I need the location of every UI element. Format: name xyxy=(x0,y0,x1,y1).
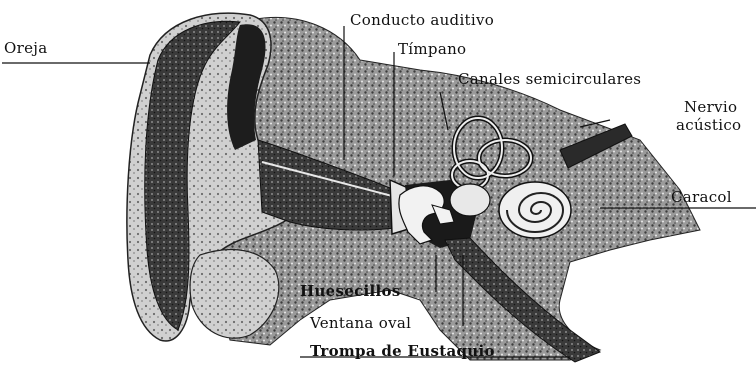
label-trompa-eustaquio: Trompa de Eustaquio xyxy=(310,344,495,359)
label-canales-semicirculares: Canales semicirculares xyxy=(458,72,641,87)
label-acustico: acústico xyxy=(676,118,741,133)
label-caracol: Caracol xyxy=(671,190,732,205)
label-huesecillos: Huesecillos xyxy=(300,284,401,299)
label-conducto-auditivo: Conducto auditivo xyxy=(350,13,494,28)
label-oreja: Oreja xyxy=(4,41,47,56)
label-timpano: Tímpano xyxy=(398,42,466,57)
label-ventana-oval: Ventana oval xyxy=(310,316,411,331)
label-nervio: Nervio xyxy=(684,100,737,115)
cochlea xyxy=(499,182,571,238)
vestibule xyxy=(450,184,490,216)
